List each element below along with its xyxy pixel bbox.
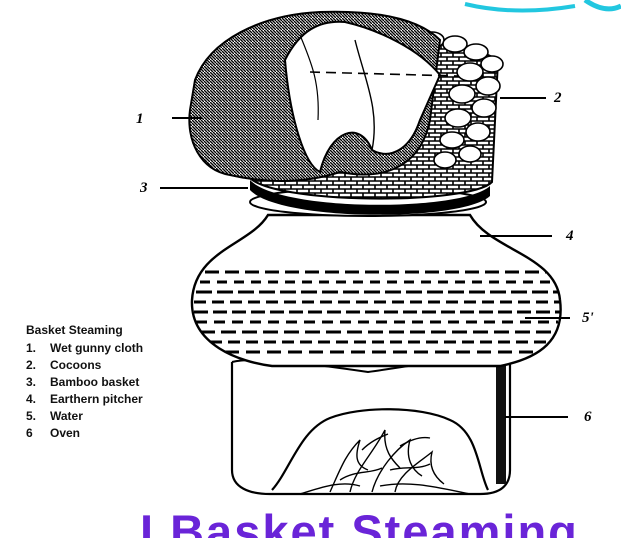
slide-title-strip: I.Basket Steaming bbox=[0, 498, 621, 538]
legend-item: 2.Cocoons bbox=[26, 357, 231, 374]
legend-item-number: 6 bbox=[26, 425, 50, 442]
legend-item: 4.Earthern pitcher bbox=[26, 391, 231, 408]
legend-item-number: 5. bbox=[26, 408, 50, 425]
legend-item: 3.Bamboo basket bbox=[26, 374, 231, 391]
oven bbox=[232, 356, 510, 494]
legend-item-text: Water bbox=[50, 408, 83, 425]
part-label-2: 2 bbox=[554, 91, 562, 106]
legend-item-text: Bamboo basket bbox=[50, 374, 139, 391]
part-label-3: 3 bbox=[140, 181, 148, 196]
legend-title: Basket Steaming bbox=[26, 322, 231, 339]
legend-item-number: 2. bbox=[26, 357, 50, 374]
legend-item-number: 1. bbox=[26, 340, 50, 357]
part-label-6: 6 bbox=[584, 410, 592, 425]
legend-item-text: Wet gunny cloth bbox=[50, 340, 143, 357]
legend-item: 1.Wet gunny cloth bbox=[26, 340, 231, 357]
slide-title: I.Basket Steaming bbox=[140, 504, 579, 538]
part-label-4: 4 bbox=[566, 229, 574, 244]
legend-item-text: Earthern pitcher bbox=[50, 391, 143, 408]
legend: Basket Steaming 1.Wet gunny cloth 2.Coco… bbox=[26, 322, 231, 442]
legend-item: 5.Water bbox=[26, 408, 231, 425]
part-label-1: 1 bbox=[136, 112, 144, 127]
legend-item-number: 3. bbox=[26, 374, 50, 391]
part-label-5: 5' bbox=[582, 311, 594, 326]
legend-item-number: 4. bbox=[26, 391, 50, 408]
legend-item-text: Oven bbox=[50, 425, 80, 442]
legend-item-text: Cocoons bbox=[50, 357, 101, 374]
